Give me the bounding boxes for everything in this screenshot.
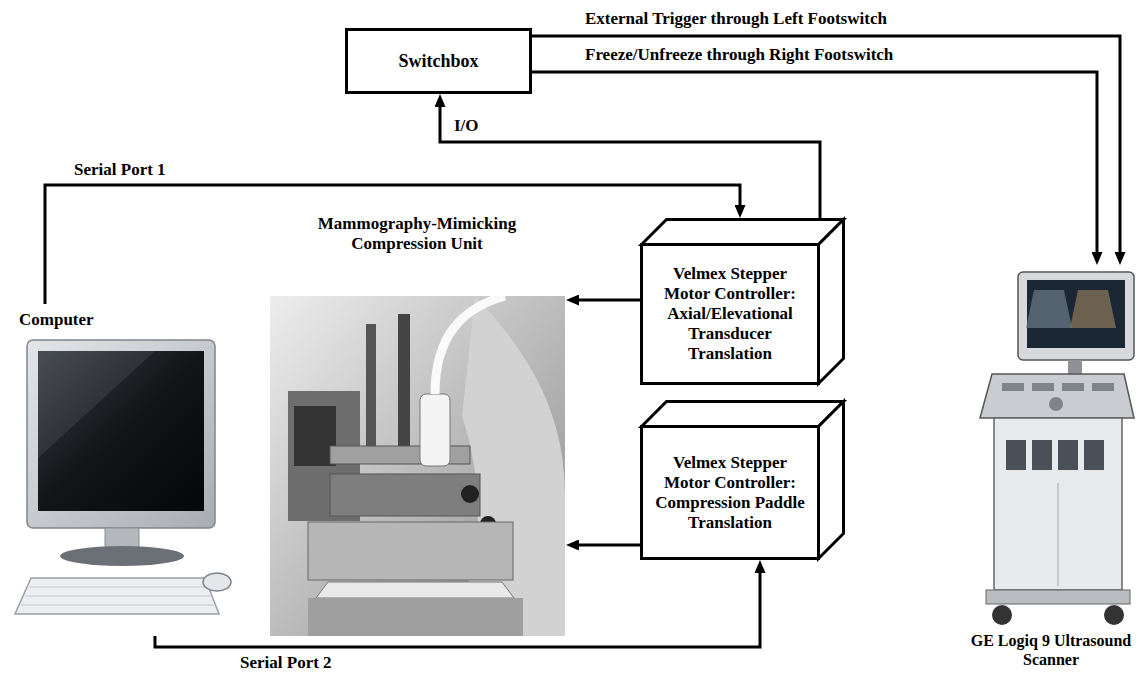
arrow-end <box>440 94 441 142</box>
tank <box>308 522 513 580</box>
connector-line <box>574 299 640 302</box>
transducer <box>420 394 450 466</box>
text-holder: Computer <box>19 310 219 330</box>
connector-label: Serial Port 1 <box>72 160 168 180</box>
arrow-end <box>740 185 741 218</box>
panel-keys <box>1002 383 1114 411</box>
arrow-end <box>1097 72 1098 265</box>
box-side-face <box>819 220 844 384</box>
text-holder: Mammography-Mimicking Compression Unit <box>297 214 537 254</box>
connector <box>566 300 640 301</box>
connector <box>45 185 740 304</box>
keyboard-keys <box>21 587 215 605</box>
computer-illustration <box>5 338 237 634</box>
connector-label: I/O <box>452 116 481 136</box>
text-holder: Switchbox <box>348 31 529 91</box>
compression-paddle <box>316 582 514 598</box>
connector-line <box>532 36 1120 257</box>
probe-ports <box>1006 440 1104 470</box>
device-node: GE Logiq 9 Ultrasound Scanner <box>962 265 1140 671</box>
text-holder: Velmex Stepper Motor Controller: Compres… <box>640 425 820 560</box>
controller-label: Velmex Stepper Motor Controller: Axial/E… <box>651 264 809 364</box>
monitor-base <box>60 546 184 566</box>
box-side-face <box>819 402 844 559</box>
knob <box>461 485 479 503</box>
monitor-screen <box>38 351 204 511</box>
box-front-face <box>642 245 819 384</box>
connector <box>532 72 1097 265</box>
box-top-face <box>642 220 844 245</box>
controller-box: Velmex Stepper Motor Controller: Axial/E… <box>640 218 845 385</box>
device-node: Mammography-Mimicking Compression Unit <box>268 208 566 638</box>
device-label: Computer <box>19 310 219 330</box>
connector-label: Freeze/Unfreeze through Right Footswitch <box>583 45 895 65</box>
screen-image <box>1026 290 1072 328</box>
connector-line <box>574 544 640 547</box>
connector <box>532 36 1120 265</box>
switchbox-box: Switchbox <box>345 28 532 94</box>
controller-box: Velmex Stepper Motor Controller: Compres… <box>640 400 845 560</box>
screen-image <box>1070 290 1116 328</box>
scanner-base <box>986 590 1130 604</box>
arrow-end <box>760 560 761 647</box>
device-label: GE Logiq 9 Ultrasound Scanner <box>962 631 1140 669</box>
connector-label: Serial Port 2 <box>238 653 334 673</box>
guide-rod <box>366 324 376 464</box>
mouse <box>203 573 231 591</box>
scanner-monitor <box>1018 272 1134 360</box>
connector-line <box>440 102 820 218</box>
scanner-body <box>994 418 1122 590</box>
wheel <box>1104 605 1124 625</box>
photo-ground <box>270 296 565 636</box>
text-holder: GE Logiq 9 Ultrasound Scanner <box>962 631 1140 669</box>
controller-label: Velmex Stepper Motor Controller: Compres… <box>651 453 809 533</box>
control-panel <box>980 374 1134 418</box>
scanner-screen <box>1027 280 1125 348</box>
box-label: Switchbox <box>398 50 478 72</box>
connector-line <box>532 72 1097 257</box>
screen-glare <box>38 351 155 458</box>
ultrasound-scanner-illustration <box>972 268 1140 628</box>
box-front-face <box>642 427 819 559</box>
arrow-end <box>566 300 640 301</box>
device-label: Mammography-Mimicking Compression Unit <box>297 214 537 254</box>
transducer-cable <box>435 296 505 394</box>
guide-rod <box>398 314 410 464</box>
wheel <box>992 605 1012 625</box>
arrow-end <box>1120 36 1121 265</box>
text-holder: Velmex Stepper Motor Controller: Axial/E… <box>640 243 820 385</box>
keyboard <box>15 578 219 614</box>
monitor-bezel <box>27 340 215 528</box>
arrow-end <box>566 545 640 546</box>
connector <box>566 545 640 546</box>
connector-line <box>45 185 740 304</box>
connector <box>440 94 820 218</box>
body-seam <box>1058 483 1059 586</box>
lower-housing <box>308 598 523 636</box>
device-node: Computer <box>5 304 237 636</box>
monitor-arm <box>1068 360 1082 374</box>
connector-label: External Trigger through Left Footswitch <box>583 9 889 29</box>
carriage <box>330 474 480 516</box>
box-top-face <box>642 402 844 427</box>
compression-unit-photo <box>270 296 565 636</box>
